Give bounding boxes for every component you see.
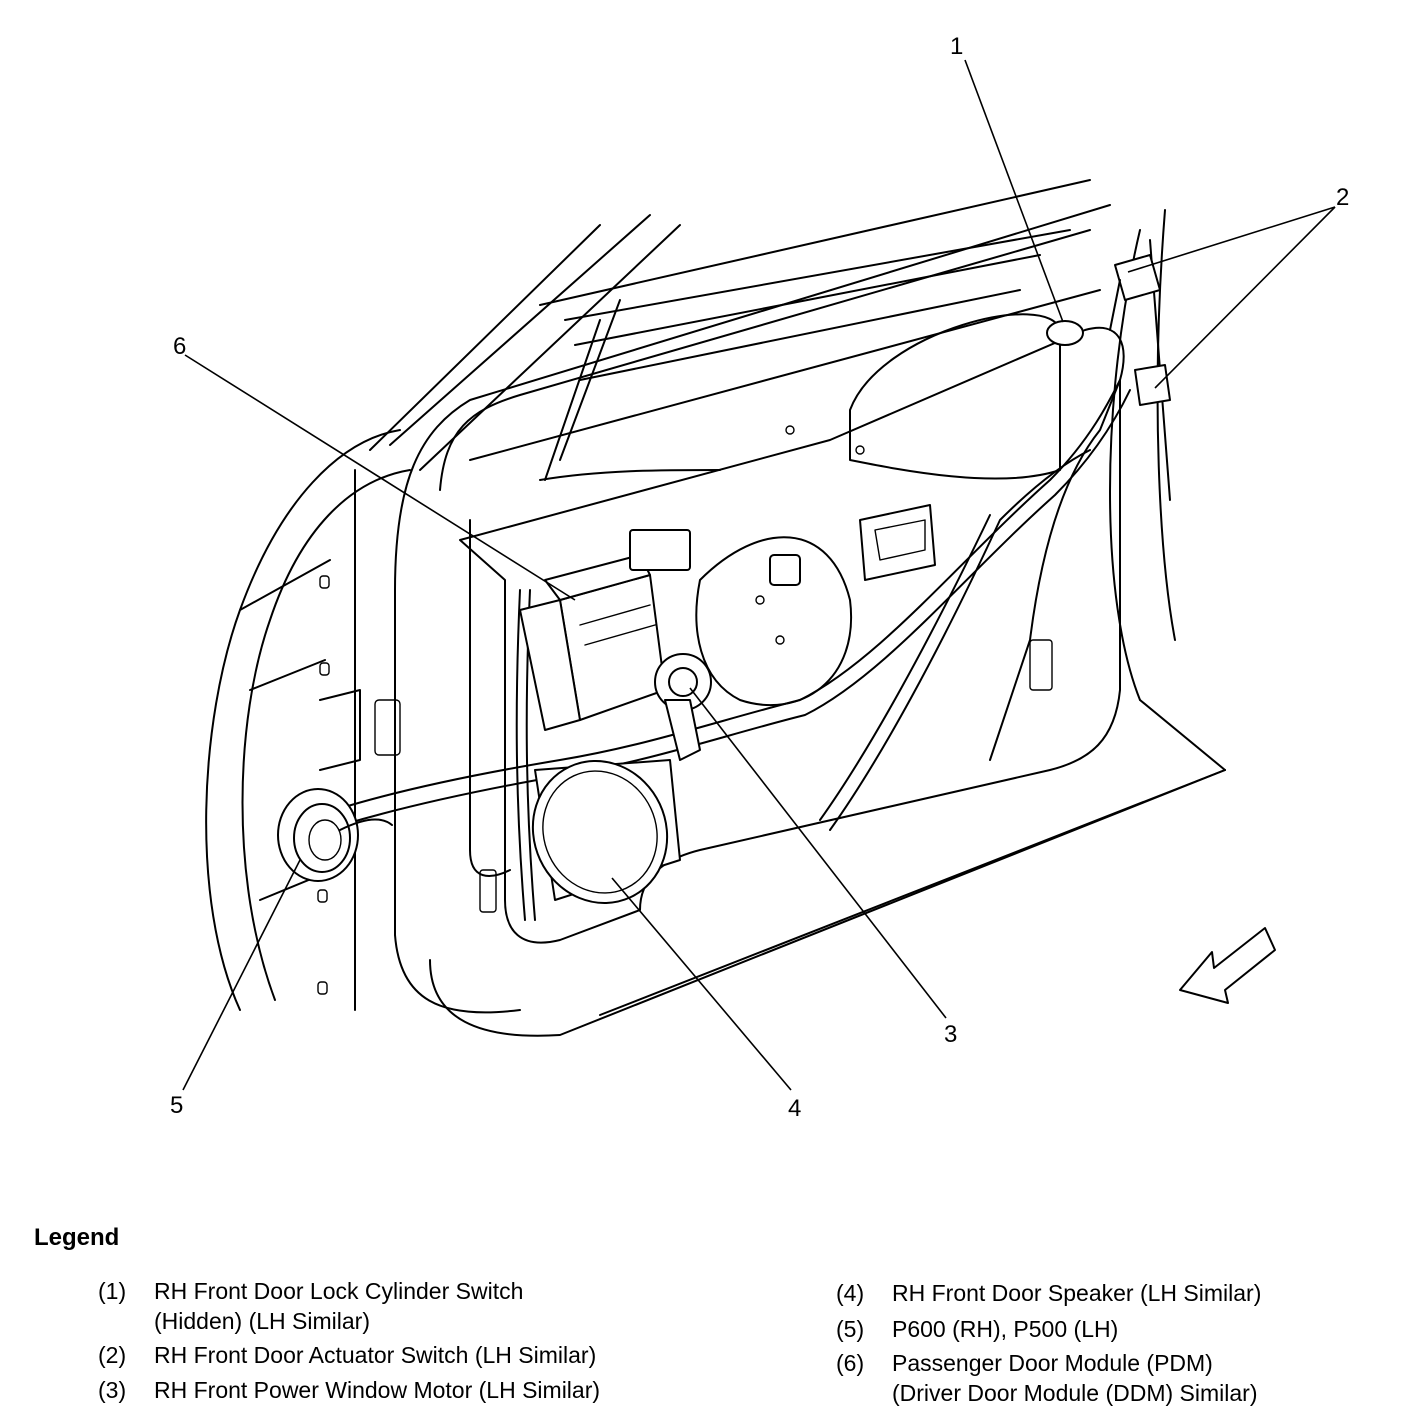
callout-1: 1 — [950, 33, 963, 60]
grommet-connector — [277, 788, 393, 882]
legend-title: Legend — [34, 1224, 120, 1251]
window-regulator — [695, 425, 865, 706]
legend-item-label: RH Front Door Actuator Switch (LH Simila… — [154, 1342, 597, 1368]
legend-item-label: Passenger Door Module (PDM) — [892, 1350, 1213, 1376]
callout-2: 2 — [1336, 184, 1349, 211]
legend-item-number: (6) — [836, 1350, 865, 1376]
legend-item-number: (3) — [98, 1377, 127, 1403]
door-speaker — [531, 759, 681, 904]
vehicle-body — [205, 214, 681, 1011]
legend-item-label: RH Front Door Speaker (LH Similar) — [892, 1280, 1262, 1306]
legend-item-label-continued: (Driver Door Module (DDM) Similar) — [892, 1380, 1258, 1406]
legend-item-label: RH Front Door Lock Cylinder Switch — [154, 1278, 524, 1304]
callout-5: 5 — [170, 1092, 183, 1119]
legend-item-number: (5) — [836, 1316, 865, 1342]
legend-item-label-continued: (Hidden) (LH Similar) — [154, 1308, 370, 1334]
window-motor — [654, 653, 712, 761]
direction-arrow-icon — [1179, 927, 1276, 1004]
legend-item-number: (2) — [98, 1342, 127, 1368]
callout-4: 4 — [788, 1095, 801, 1122]
legend-item-number: (1) — [98, 1278, 127, 1304]
leader-lines — [182, 59, 1336, 1091]
legend-item-number: (4) — [836, 1280, 865, 1306]
legend-item-label: RH Front Power Window Motor (LH Similar) — [154, 1377, 601, 1403]
lock-cylinder-hole — [1046, 320, 1084, 346]
door-wiring-diagram: 1 2 3 4 5 6 — [170, 33, 1349, 1122]
callout-3: 3 — [944, 1021, 957, 1048]
legend-item-label: P600 (RH), P500 (LH) — [892, 1316, 1119, 1342]
callout-6: 6 — [173, 333, 186, 360]
door-shell — [374, 179, 1226, 1037]
door-module — [519, 529, 691, 731]
